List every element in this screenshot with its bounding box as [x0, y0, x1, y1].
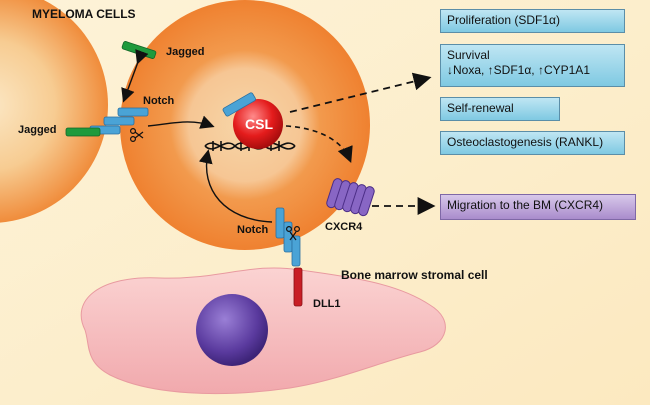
csl-protein	[233, 99, 283, 149]
outcome-proliferation-text: Proliferation (SDF1α)	[447, 13, 560, 27]
stromal-nucleus	[196, 294, 268, 366]
notch-top-label: Notch	[143, 95, 175, 107]
outcome-osteoclastogenesis: Osteoclastogenesis (RANKL)	[440, 131, 625, 155]
outcome-osteoclastogenesis-text: Osteoclastogenesis (RANKL)	[447, 135, 604, 149]
csl-label: CSL	[245, 116, 273, 132]
outcome-self-renewal-text: Self-renewal	[447, 101, 514, 115]
cxcr4-receptor-icon	[326, 178, 375, 217]
outcome-survival: Survival ↓Noxa, ↑SDF1α, ↑CYP1A1	[440, 44, 625, 87]
scissors-icon	[286, 226, 301, 241]
dll1-ligand	[293, 267, 303, 307]
cxcr4-label: CXCR4	[325, 221, 363, 233]
outcome-survival-detail: ↓Noxa, ↑SDF1α, ↑CYP1A1	[447, 63, 590, 77]
outcome-survival-title: Survival	[447, 48, 490, 62]
notch-receptor-lower	[275, 207, 301, 267]
left-myeloma-cell	[0, 0, 108, 223]
nicd-translocation-arrow	[147, 115, 215, 129]
dll1-label: DLL1	[313, 298, 341, 310]
stromal-cell-label: Bone marrow stromal cell	[341, 268, 488, 282]
scissors-icon	[130, 128, 144, 143]
stromal-nicd-arrow	[198, 149, 273, 223]
myeloma-cells-label: MYELOMA CELLS	[32, 7, 136, 21]
binding-arrow	[121, 49, 149, 103]
outcome-self-renewal: Self-renewal	[440, 97, 560, 121]
jagged-ligand-left	[65, 127, 101, 137]
notch-bottom-label: Notch	[237, 224, 269, 236]
migration-box: Migration to the BM (CXCR4)	[440, 194, 636, 220]
migration-text: Migration to the BM (CXCR4)	[447, 198, 604, 212]
jagged-top-label: Jagged	[166, 46, 205, 58]
notch-intracellular-domain	[222, 92, 256, 117]
jagged-left-label: Jagged	[18, 124, 57, 136]
outcome-proliferation: Proliferation (SDF1α)	[440, 9, 625, 33]
